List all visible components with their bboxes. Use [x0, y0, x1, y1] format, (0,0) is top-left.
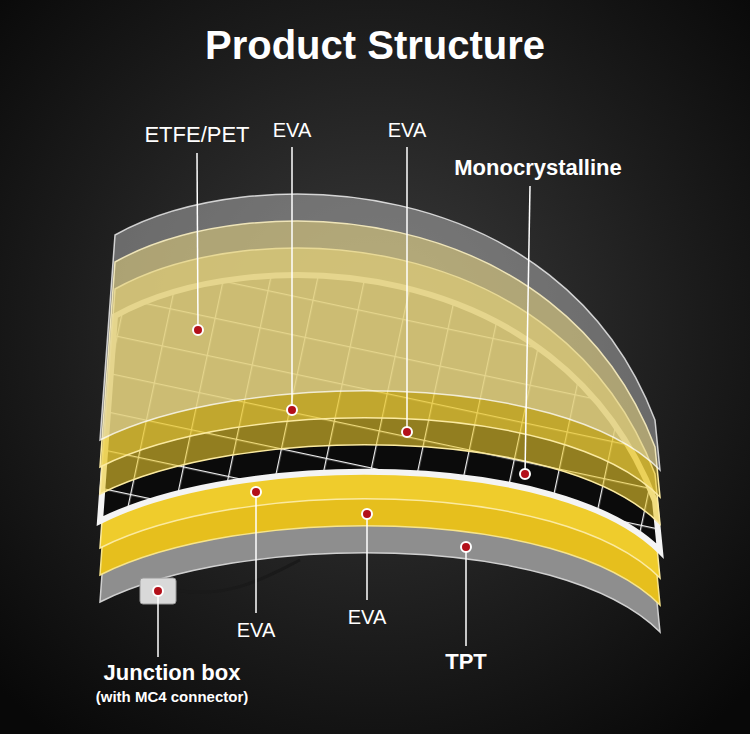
part-label: Monocrystalline	[454, 155, 621, 180]
leader-dots	[153, 325, 530, 596]
part-label: (with MC4 connector)	[96, 688, 249, 705]
part-label: EVA	[388, 119, 427, 142]
title: Product Structure	[205, 22, 545, 68]
part-label: EVA	[348, 606, 387, 629]
leader-lines	[158, 147, 530, 657]
cable	[175, 560, 300, 592]
part-label: EVA	[273, 119, 312, 142]
part-label: EVA	[237, 619, 276, 642]
part-label: Junction box	[104, 660, 241, 685]
part-label: ETFE/PET	[144, 122, 249, 147]
part-label: TPT	[445, 649, 487, 674]
etfe-layer	[100, 194, 660, 470]
